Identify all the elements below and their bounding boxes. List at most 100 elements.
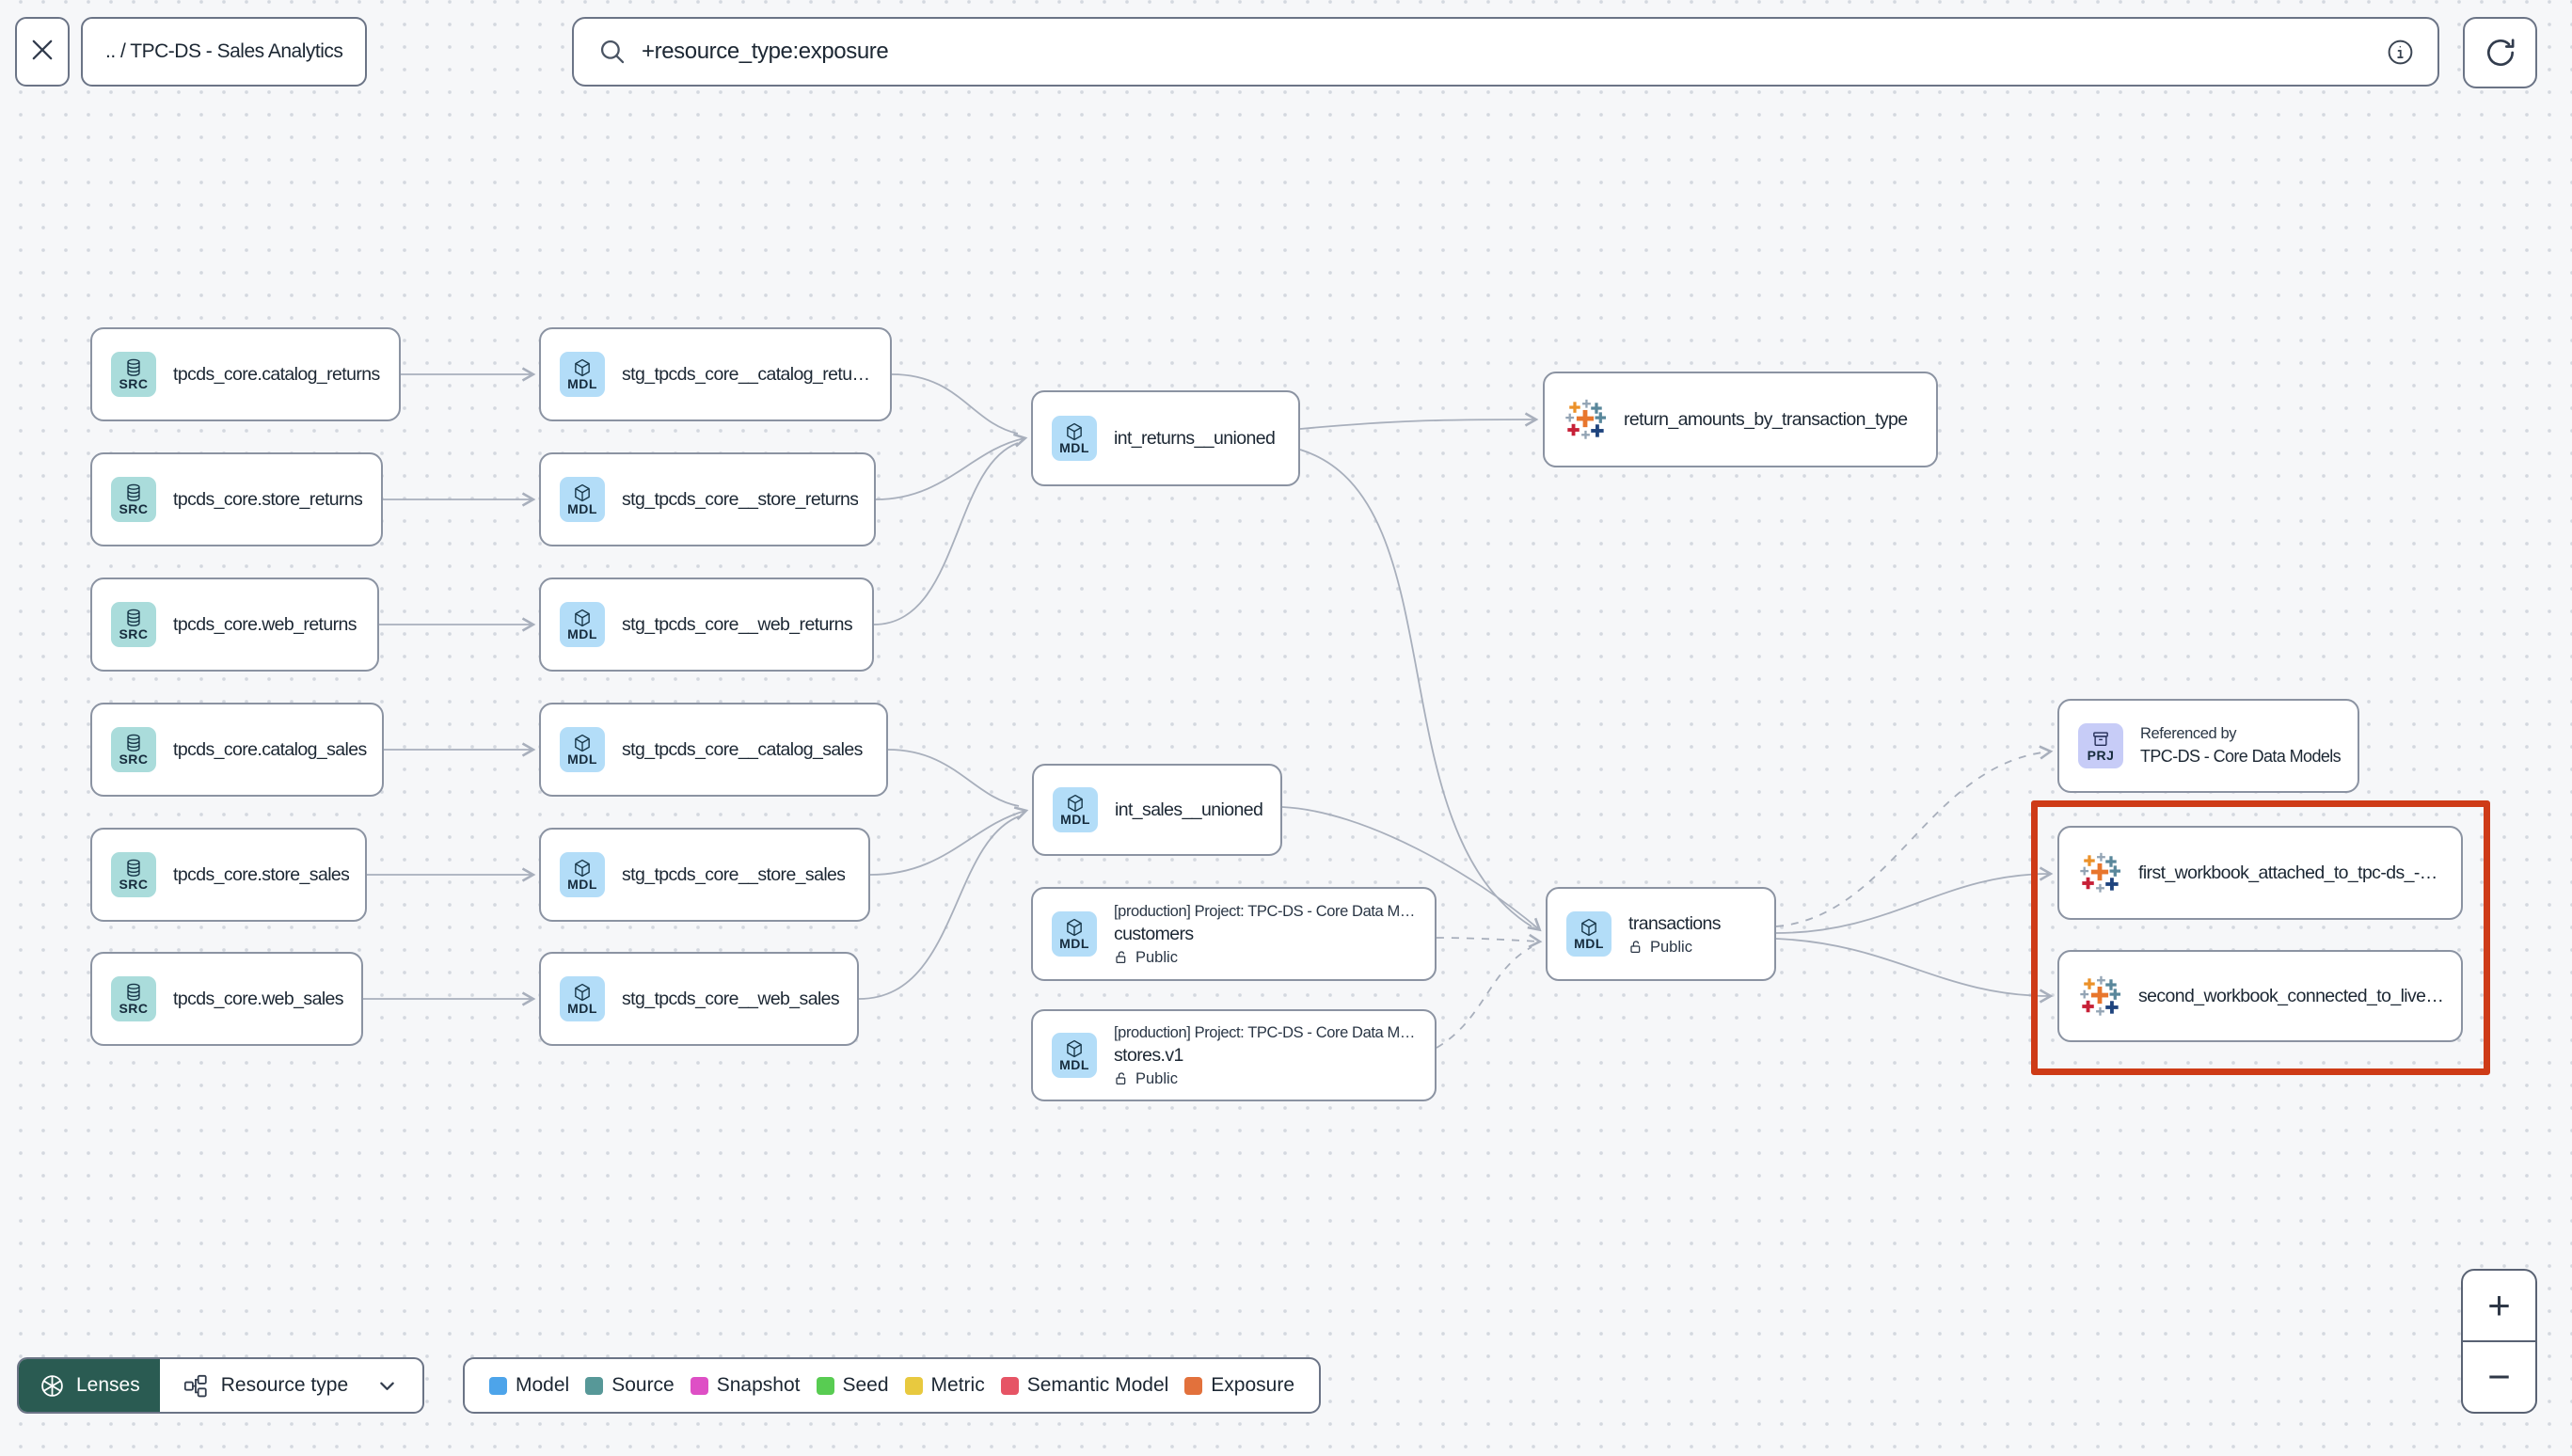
badge-label: MDL [1574,936,1604,951]
badge-label: MDL [1059,440,1089,455]
node-text: tpcds_core.catalog_sales [173,737,367,762]
node-int-sales-unioned[interactable]: MDL int_sales__unioned [1032,764,1282,856]
edge-int-sales_transactions [1281,806,1542,932]
legend-swatch [904,1376,923,1395]
node-text: stg_tpcds_core__store_returns [622,487,858,512]
resource-type-button[interactable]: Resource type [160,1359,422,1412]
tableau-icon [2078,851,2121,894]
legend-label: Model [516,1374,570,1396]
node-text: first_workbook_attached_to_tpc-ds_-_… [2138,861,2446,885]
node-subtitle: Referenced by [2140,725,2237,742]
tableau-icon [1564,398,1607,441]
archive-icon: PRJ [2078,723,2123,768]
node-title: tpcds_core.catalog_returns [173,364,380,385]
node-stg-catalog-sales[interactable]: MDL stg_tpcds_core__catalog_sales [539,703,888,797]
unlock-icon [1114,950,1129,965]
node-text: int_sales__unioned [1115,798,1262,822]
lenses-button[interactable]: Lenses [19,1359,160,1412]
node-title: second_workbook_connected_to_live… [2138,986,2444,1006]
legend-swatch [816,1376,834,1395]
node-title: stg_tpcds_core__web_returns [622,614,853,635]
edge-transactions_first-workbook [1775,866,2054,934]
cube-icon: MDL [1052,1033,1097,1078]
node-text: stg_tpcds_core__catalog_returns [622,362,875,387]
node-subtitle: [production] Project: TPC-DS - Core Data… [1114,1023,1420,1041]
legend-swatch [1184,1376,1203,1395]
access-label: Public [1135,948,1178,966]
unlock-icon [1628,940,1643,955]
node-title: stg_tpcds_core__store_sales [622,864,846,885]
node-customers[interactable]: MDL [production] Project: TPC-DS - Core D… [1031,887,1437,981]
node-title: stg_tpcds_core__catalog_sales [622,739,863,760]
node-title: tpcds_core.web_returns [173,614,357,635]
edge-transactions_second-workbook [1775,938,2054,1004]
cube-icon: MDL [560,976,605,1021]
node-exp-first-workbook[interactable]: first_workbook_attached_to_tpc-ds_-_… [2057,826,2463,920]
node-stg-web-returns[interactable]: MDL stg_tpcds_core__web_returns [539,578,874,672]
search-input[interactable] [642,39,2373,65]
badge-label: SRC [119,1001,149,1016]
badge-label: MDL [1059,1057,1089,1072]
tableau-icon [2078,974,2121,1018]
resource-type-icon [183,1373,208,1399]
refresh-button[interactable] [2463,17,2537,88]
node-text: [production] Project: TPC-DS - Core Data… [1114,901,1420,968]
legend-label: Exposure [1211,1374,1295,1396]
breadcrumb[interactable]: .. / TPC-DS - Sales Analytics [81,17,368,87]
plus-icon: + [2487,1283,2511,1327]
node-text: stg_tpcds_core__catalog_sales [622,737,863,762]
cube-icon: MDL [1052,911,1097,957]
node-src-web-sales[interactable]: SRC tpcds_core.web_sales [90,952,363,1046]
zoom-controls: + − [2461,1269,2537,1414]
node-text: [production] Project: TPC-DS - Core Data… [1114,1022,1420,1089]
node-title: int_sales__unioned [1115,799,1263,820]
legend-label: Semantic Model [1026,1374,1169,1396]
legend-swatch [489,1376,507,1395]
cube-icon: MDL [560,727,605,772]
breadcrumb-label: .. / TPC-DS - Sales Analytics [105,40,343,62]
lenses-resource-type-control: Lenses Resource type [17,1357,425,1414]
legend-item: Model [489,1374,569,1397]
node-title: tpcds_core.web_sales [173,989,343,1009]
edge-int-returns_exp [1299,412,1539,430]
zoom-out-button[interactable]: − [2463,1342,2535,1412]
badge-label: SRC [119,877,149,892]
legend-item: Exposure [1184,1374,1294,1397]
legend-label: Seed [842,1374,889,1396]
node-subtitle: [production] Project: TPC-DS - Core Data… [1114,902,1420,920]
node-title: tpcds_core.store_returns [173,489,363,510]
legend: Model Source Snapshot Seed Metric Semantic Mo… [463,1357,1322,1414]
legend-item: Metric [904,1374,985,1397]
cube-icon: MDL [1566,911,1611,957]
close-button[interactable] [15,17,70,87]
cube-icon: MDL [560,602,605,647]
node-text: stg_tpcds_core__store_sales [622,863,845,887]
node-exp-second-workbook[interactable]: second_workbook_connected_to_live… [2057,950,2463,1042]
legend-item: Source [585,1374,675,1397]
node-text: return_amounts_by_transaction_type [1624,407,1908,432]
legend-label: Snapshot [716,1374,801,1396]
zoom-in-button[interactable]: + [2463,1271,2535,1342]
node-title: customers [1114,923,1194,944]
info-icon[interactable] [2386,38,2415,67]
node-stores-v1[interactable]: MDL [production] Project: TPC-DS - Core D… [1031,1009,1437,1101]
legend-swatch [1000,1376,1019,1395]
node-title: stg_tpcds_core__catalog_returns [622,364,875,385]
cube-icon: MDL [1053,787,1098,832]
node-exp-return-amounts[interactable]: return_amounts_by_transaction_type [1543,372,1938,467]
node-title: stg_tpcds_core__store_returns [622,489,859,510]
